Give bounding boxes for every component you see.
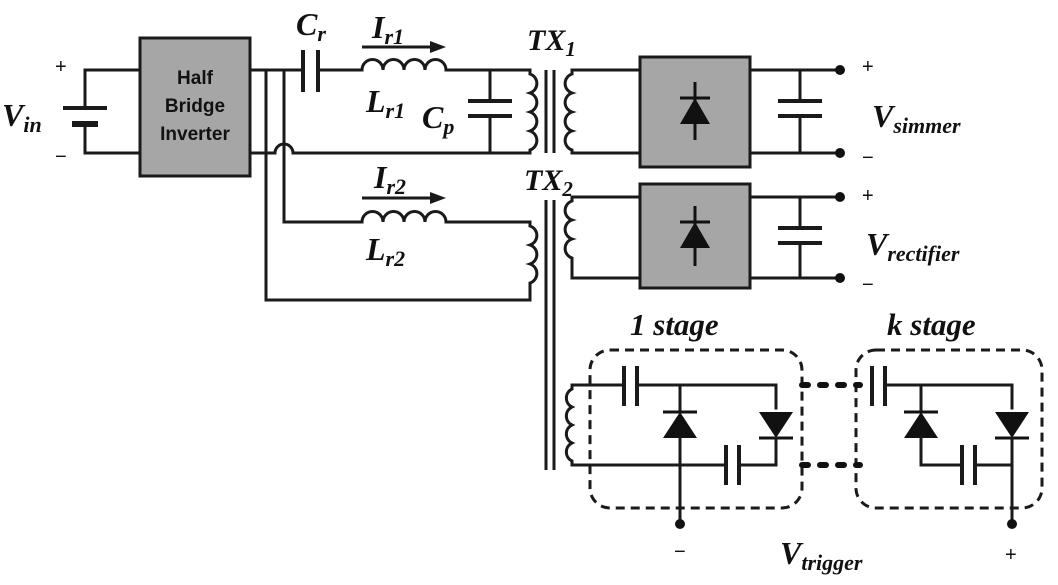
vin-plus-sign: + [55,56,67,78]
tx1-label: TX1 [527,24,576,61]
lr2-label: Lr2 [365,231,405,271]
cp-label: Cp [422,99,454,139]
vrectifier-label: Vrectifier [866,226,960,266]
cr-label: Cr [296,6,326,46]
stage-k-boundary [854,348,1044,510]
stage-1-label: 1 stage [630,307,719,342]
input-source [63,68,142,155]
vrect-plus-sign: + [862,185,874,207]
vtrigger-plus-sign: + [1005,544,1017,566]
simmer-rectifier-diode-icon [680,82,710,140]
tx1-secondary-winding [563,68,642,155]
vtrigger-minus-sign: − [674,541,686,563]
inverter-label-line2: Bridge [165,96,225,117]
lr1-label: Lr1 [365,83,405,123]
inter-stage-dotted-links [799,382,863,468]
inverter-label-line3: Inverter [160,124,230,145]
rectifier-diode-icon [680,206,710,266]
vin-minus-sign: − [55,146,67,168]
top-resonant-branch [248,50,539,155]
vsimmer-label: Vsimmer [872,98,961,138]
simmer-output-filter [748,65,845,158]
ir1-label: Ir1 [371,9,404,49]
stage-1-network [622,366,793,529]
vtrigger-label: Vtrigger [780,535,863,575]
vrect-minus-sign: − [862,274,874,296]
rectifier-output-filter [748,192,845,283]
stage-k-label: k stage [887,307,976,342]
tx2-trigger-secondary-winding [564,383,728,467]
ir2-current-arrow [362,192,446,204]
vsimmer-plus-sign: + [862,56,874,78]
ir2-label: Ir2 [373,159,406,199]
stage-1-boundary [588,348,804,510]
bottom-resonant-branch [264,68,539,302]
half-bridge-inverter-block [138,36,252,178]
stage-k-network [870,366,1029,529]
vin-label: Vin [2,97,42,137]
tx2-label: TX2 [524,164,573,201]
ir1-current-arrow [362,41,446,53]
tx2-rectifier-secondary-winding [563,195,642,280]
vsimmer-minus-sign: − [862,147,874,169]
inverter-label-line1: Half [177,68,214,89]
